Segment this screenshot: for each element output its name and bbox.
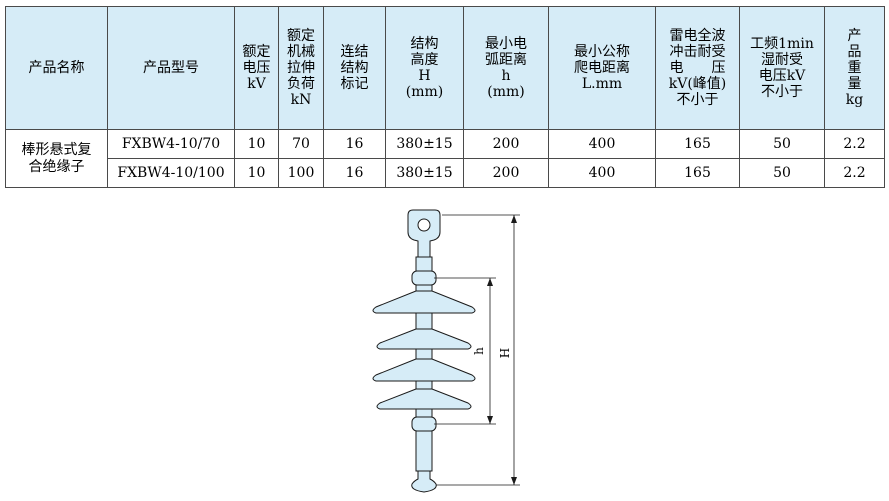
table-cell: 400: [548, 129, 656, 159]
table-cell: 10: [234, 129, 279, 159]
table-cell: 2.2: [824, 158, 885, 188]
table-cell: 165: [655, 158, 740, 188]
table-cell: 200: [463, 158, 549, 188]
arrow: [511, 477, 517, 485]
lower-collar: [411, 416, 437, 432]
shed: [376, 328, 472, 350]
table-cell: 70: [278, 129, 324, 159]
fitting-eye: [417, 218, 431, 232]
header-product-name: 产品名称: [5, 6, 108, 130]
table-cell: 400: [548, 158, 656, 188]
header-product-model: 产品型号: [107, 6, 235, 130]
arrow: [487, 416, 493, 424]
insulator-figure: h H: [350, 203, 550, 497]
table-cell: 100: [278, 158, 324, 188]
table-cell: 50: [739, 158, 825, 188]
table-cell: 16: [323, 158, 386, 188]
table-cell: 10: [234, 158, 279, 188]
shed: [372, 290, 476, 314]
table-cell: 380±15: [385, 129, 464, 159]
arrow: [511, 215, 517, 223]
dim-label-H: H: [498, 348, 512, 358]
header-coupling-mark: 连结结构标记: [323, 6, 386, 130]
bottom-fitting: [411, 470, 437, 493]
upper-collar: [411, 270, 437, 286]
top-fitting: [407, 209, 441, 258]
product-name-cell: 棒形悬式复合绝缘子: [5, 129, 108, 188]
table-row: FXBW4-10/100 10 100 16 380±15 200 400 16…: [6, 158, 885, 188]
table-cell: FXBW4-10/100: [107, 158, 235, 188]
arrow: [487, 278, 493, 286]
table-row: 棒形悬式复合绝缘子 FXBW4-10/70 10 70 16 380±15 20…: [5, 129, 885, 188]
table-cell: FXBW4-10/70: [107, 129, 235, 159]
table-cell: 165: [655, 129, 740, 159]
shed: [372, 358, 476, 382]
dim-label-h: h: [472, 347, 486, 355]
table-cell: 50: [739, 129, 825, 159]
table-cell: 2.2: [824, 129, 885, 159]
table-cell: 16: [323, 129, 386, 159]
table-cell: 380±15: [385, 158, 464, 188]
shed: [376, 388, 472, 410]
table-cell: 200: [463, 129, 549, 159]
